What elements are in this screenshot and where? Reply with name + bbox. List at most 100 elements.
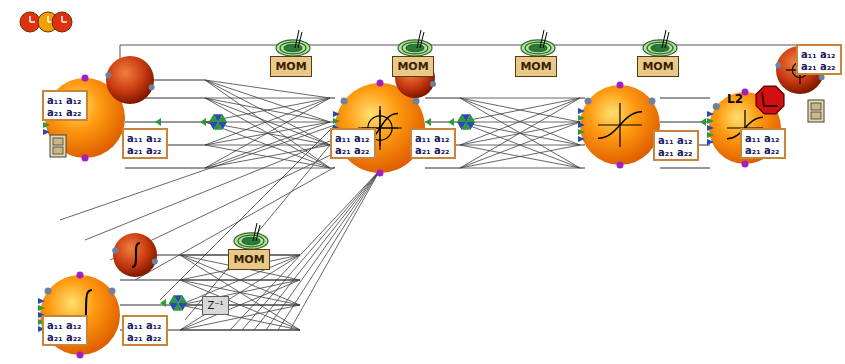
input-arrow (578, 136, 585, 142)
wire (150, 80, 205, 81)
clock-hand (47, 16, 49, 22)
probe-coil (276, 40, 310, 56)
port-dot (82, 75, 89, 82)
input-arrow (707, 139, 714, 145)
matrix-icon: a₁₁ a₁₂ a₂₁ a₂₂ (653, 130, 699, 161)
probe-coil (234, 233, 268, 249)
node-text: a₁₁ a₁₂ a₂₁ a₂₂ (415, 133, 451, 156)
illustration (20, 12, 825, 359)
port-dot (112, 248, 118, 254)
port-dot (819, 74, 825, 80)
port-dot (617, 82, 624, 89)
probe-wire (256, 225, 260, 241)
wire (425, 98, 460, 99)
probe-coil (521, 40, 555, 56)
probe-coil (242, 237, 260, 245)
probe-coil (406, 44, 424, 52)
probe-coil (280, 42, 306, 54)
input-arrow (578, 129, 585, 135)
synapse-line (180, 305, 300, 330)
port-dot (45, 288, 52, 295)
port-dot (713, 103, 720, 110)
clock-icon (20, 12, 40, 32)
port-dot (341, 98, 348, 105)
input-arrow (38, 298, 45, 304)
port-dot (77, 352, 84, 359)
stop-mark (762, 92, 778, 106)
matrix-icon: a₁₁ a₁₂ a₂₁ a₂₂ (410, 128, 456, 159)
probe-coil (398, 40, 432, 56)
synapse-line (205, 80, 330, 145)
port-dot (775, 62, 781, 68)
clock-hand (61, 16, 63, 22)
hex-wedge (169, 303, 178, 311)
frame-line (120, 45, 121, 60)
synapse-line (205, 80, 330, 168)
synapse-line (180, 280, 300, 330)
flow-arrow (448, 118, 454, 126)
connector-hex (169, 295, 187, 311)
node-text: MOM (641, 60, 675, 73)
file-cabinet (808, 100, 824, 122)
node-text: a₁₁ a₁₂ a₂₁ a₂₂ (801, 49, 837, 72)
hex-wedge (209, 122, 218, 130)
connector-hex (457, 114, 475, 130)
node-text: MOM (274, 60, 308, 73)
wire (330, 98, 335, 99)
port-dot (149, 84, 155, 90)
synapse-line (460, 98, 580, 145)
node-text: MOM (519, 60, 553, 73)
node-text: a₁₁ a₁₂ a₂₁ a₂₂ (127, 320, 163, 343)
probe-coil (284, 44, 302, 52)
mom-probe-box: MOM (228, 249, 270, 270)
axon-body (40, 275, 120, 355)
clock-hand (62, 21, 67, 23)
input-arrow (38, 305, 45, 311)
synapse-line (460, 98, 580, 168)
node-text: a₁₁ a₁₂ a₂₁ a₂₂ (745, 133, 781, 156)
weight-ball (106, 56, 154, 104)
synapse-line (205, 98, 330, 122)
input-arrow (707, 125, 714, 131)
synapse-line (460, 122, 580, 145)
synapse-line (460, 122, 580, 145)
connector-hex (209, 114, 227, 130)
flow-arrow (160, 299, 166, 307)
synapse-line (205, 98, 330, 99)
probe-coil (529, 44, 547, 52)
criterion-label: L2 (727, 92, 743, 106)
input-arrow (707, 111, 714, 117)
input-arrow (578, 122, 585, 128)
synapse-line (180, 330, 300, 331)
drawer (811, 112, 821, 119)
port-dot (82, 155, 89, 162)
hex-wedge (178, 295, 187, 303)
wire (660, 168, 710, 169)
node-text: a₁₁ a₁₂ a₂₁ a₂₂ (335, 133, 371, 156)
recurrent-line (278, 170, 380, 330)
node-text: a₁₁ a₁₂ a₂₁ a₂₂ (658, 135, 694, 158)
matrix-icon: a₁₁ a₁₂ a₂₁ a₂₂ (42, 315, 88, 346)
flow-arrow (425, 118, 431, 126)
node-text: MOM (232, 253, 266, 266)
probe-wire (665, 32, 669, 48)
synapse-line (205, 122, 330, 168)
synapse-line (180, 305, 300, 330)
recurrent-line (254, 170, 380, 330)
wire (580, 98, 585, 99)
hex-wedge (218, 114, 227, 122)
node-text: a₁₁ a₁₂ a₂₁ a₂₂ (127, 133, 163, 156)
matrix-icon: a₁₁ a₁₂ a₂₁ a₂₂ (122, 315, 168, 346)
wire (580, 168, 585, 169)
matrix-icon: a₁₁ a₁₂ a₂₁ a₂₂ (330, 128, 376, 159)
clock-icon (52, 12, 72, 32)
wire (125, 122, 205, 123)
probe-coil (647, 42, 673, 54)
synapse-line (460, 98, 580, 122)
input-arrow (333, 111, 340, 117)
input-arrow (43, 122, 50, 128)
matrix-icon: a₁₁ a₁₂ a₂₁ a₂₂ (122, 128, 168, 159)
wire (660, 98, 710, 99)
input-arrow (578, 108, 585, 114)
